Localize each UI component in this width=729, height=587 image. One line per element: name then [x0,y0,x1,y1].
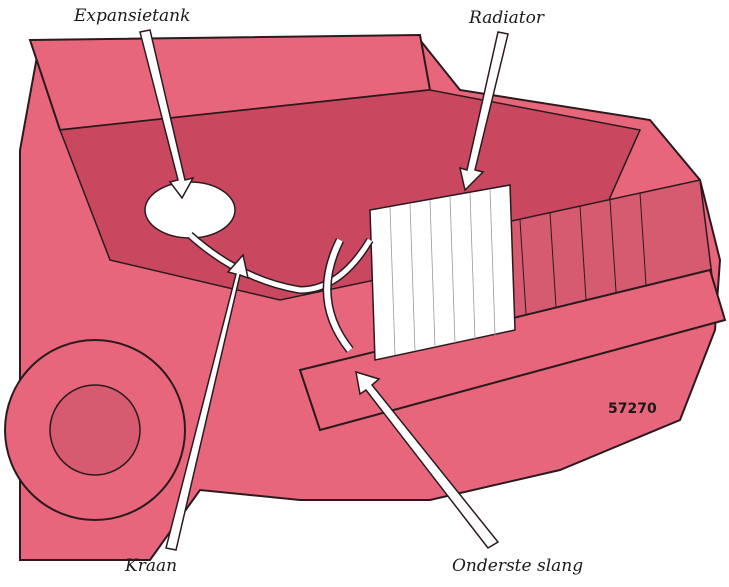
wheel-hub [50,385,140,475]
label-radiator: Radiator [469,8,544,28]
figure-number: 57270 [608,401,657,417]
expansion-tank-part [145,182,235,238]
label-expansion-tank: Expansietank [74,6,190,26]
label-tap: Kraan [125,556,177,576]
label-lower-hose: Onderste slang [452,556,583,576]
